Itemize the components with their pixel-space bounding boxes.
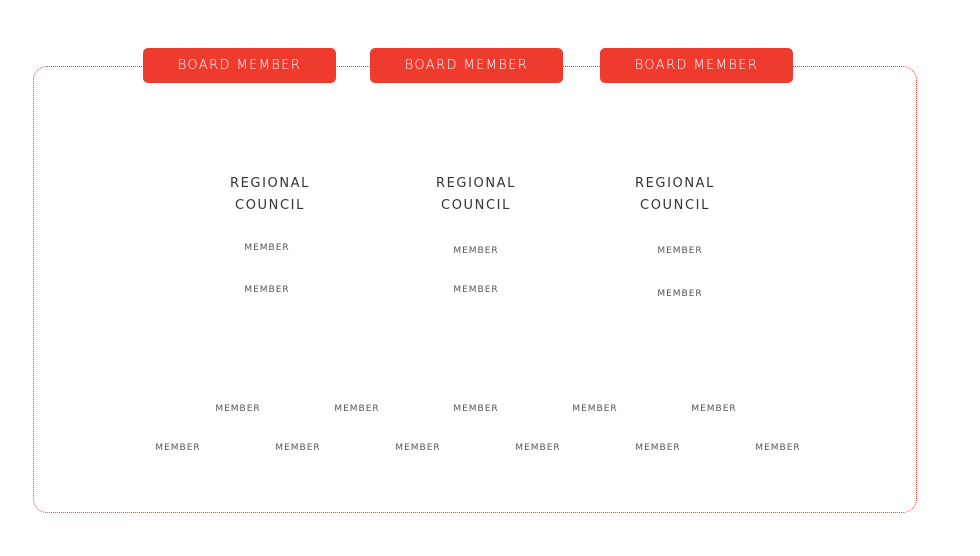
council-3-member-2: MEMBER — [657, 289, 703, 299]
board-member-box-1: BOARD MEMBER — [143, 48, 336, 83]
member-row1-5: MEMBER — [691, 404, 737, 414]
member-row2-5: MEMBER — [635, 443, 681, 453]
council-title-line2: COUNCIL — [640, 198, 710, 213]
member-row1-3: MEMBER — [453, 404, 499, 414]
council-1-member-2: MEMBER — [244, 285, 290, 295]
council-2-member-1: MEMBER — [453, 246, 499, 256]
council-title-line2: COUNCIL — [235, 198, 305, 213]
council-title-line1: REGIONAL — [634, 176, 716, 191]
council-3-member-1: MEMBER — [657, 246, 703, 256]
board-member-box-2: BOARD MEMBER — [370, 48, 563, 83]
member-row2-6: MEMBER — [755, 443, 801, 453]
council-1-member-1: MEMBER — [244, 243, 290, 253]
member-row2-4: MEMBER — [515, 443, 561, 453]
council-2-member-2: MEMBER — [453, 285, 499, 295]
regional-council-3: REGIONAL COUNCIL — [615, 173, 735, 217]
member-row1-2: MEMBER — [334, 404, 380, 414]
council-title-line1: REGIONAL — [229, 176, 311, 191]
member-row1-4: MEMBER — [572, 404, 618, 414]
member-row2-2: MEMBER — [275, 443, 321, 453]
member-row1-1: MEMBER — [215, 404, 261, 414]
council-title-line1: REGIONAL — [435, 176, 517, 191]
member-row2-1: MEMBER — [155, 443, 201, 453]
regional-council-2: REGIONAL COUNCIL — [416, 173, 536, 217]
board-member-box-3: BOARD MEMBER — [600, 48, 793, 83]
council-title-line2: COUNCIL — [441, 198, 511, 213]
member-row2-3: MEMBER — [395, 443, 441, 453]
regional-council-1: REGIONAL COUNCIL — [210, 173, 330, 217]
